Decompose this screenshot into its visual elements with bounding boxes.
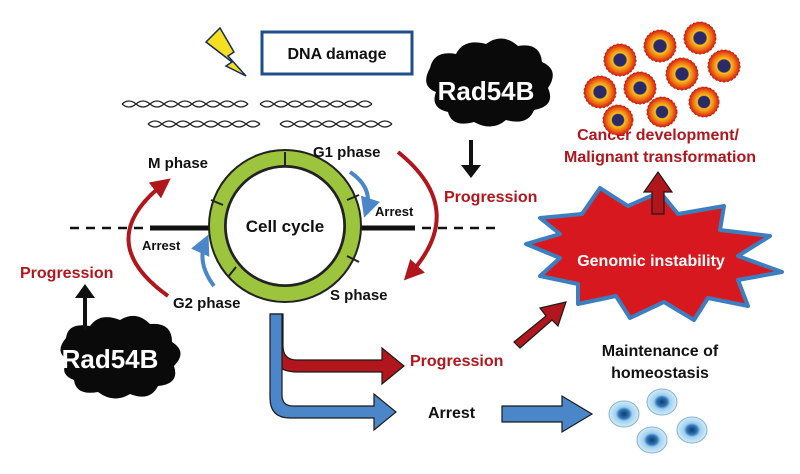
cell-cycle-ring — [208, 149, 362, 303]
g1-phase-label: G1 phase — [313, 144, 381, 161]
m-phase-label: M phase — [148, 155, 208, 172]
g1-to-s-progression-arrow — [396, 150, 439, 281]
cancer-cell-icon — [643, 29, 677, 63]
normal-cell-icon — [646, 388, 678, 416]
cancer-cell-icon — [623, 71, 657, 105]
progression-to-instability-arrow — [513, 301, 567, 349]
arrest-branch-arrow — [269, 313, 397, 432]
arrest-left-label: Arrest — [142, 238, 181, 253]
dna-helix-icon — [147, 120, 261, 128]
cancer-cell-icon — [688, 86, 720, 118]
g1-arrest-blue-arrow — [348, 170, 380, 218]
normal-cell-icon — [636, 426, 668, 454]
arrest-to-homeostasis-arrow — [501, 394, 594, 434]
normal-cells-cluster — [608, 388, 708, 454]
cancer-label-line1: Cancer development/ — [577, 127, 739, 144]
arrest-bottom-label: Arrest — [428, 405, 476, 422]
rad54b-top-cloud: Rad54B — [426, 38, 553, 127]
rad54b-up-arrowhead — [75, 284, 95, 298]
s-phase-label: S phase — [330, 287, 388, 304]
dna-helix-icon — [121, 100, 249, 108]
progression-bottom-label: Progression — [410, 353, 503, 370]
rad54b-bottom-cloud: Rad54B — [60, 315, 181, 399]
dna-damage-label: DNA damage — [288, 46, 387, 63]
dna-helix-icon — [259, 100, 373, 108]
dna-damage-box — [260, 30, 414, 76]
maintenance-label-line2: homeostasis — [611, 365, 709, 382]
dna-strands — [121, 100, 393, 128]
cancer-cell-icon — [603, 43, 637, 77]
cancer-cell-icon — [707, 49, 741, 83]
cancer-cell-icon — [665, 57, 699, 91]
cancer-cell-icon — [683, 21, 717, 55]
rad54b-top-label: Rad54B — [438, 76, 535, 106]
cancer-label-line2: Malignant transformation — [564, 149, 756, 166]
lightning-bolt-icon — [204, 26, 247, 77]
rad54b-down-arrowhead — [461, 165, 481, 178]
instability-to-cancer-arrow — [642, 170, 674, 215]
cancer-cell-icon — [602, 104, 634, 136]
cancer-cell-icon — [583, 75, 617, 109]
cancer-cells-cluster — [583, 21, 741, 136]
rad54b-bottom-label: Rad54B — [62, 344, 159, 374]
dna-helix-icon — [121, 100, 249, 108]
dna-helix-icon — [279, 120, 393, 128]
cancer-cell-icon — [646, 96, 678, 128]
progression-left-label: Progression — [20, 265, 113, 282]
arrest-right-label: Arrest — [375, 204, 414, 219]
g2-to-m-progression-arrow — [126, 178, 171, 298]
normal-cell-icon — [676, 416, 708, 444]
genomic-instability-label: Genomic instability — [577, 253, 725, 270]
maintenance-label-line1: Maintenance of — [602, 343, 719, 360]
normal-cell-icon — [608, 400, 640, 428]
progression-branch-arrow — [270, 313, 405, 386]
g2-arrest-blue-arrow — [191, 234, 216, 288]
progression-right-label: Progression — [444, 189, 537, 206]
g2-phase-label: G2 phase — [173, 295, 241, 312]
cell-cycle-label: Cell cycle — [246, 217, 324, 236]
